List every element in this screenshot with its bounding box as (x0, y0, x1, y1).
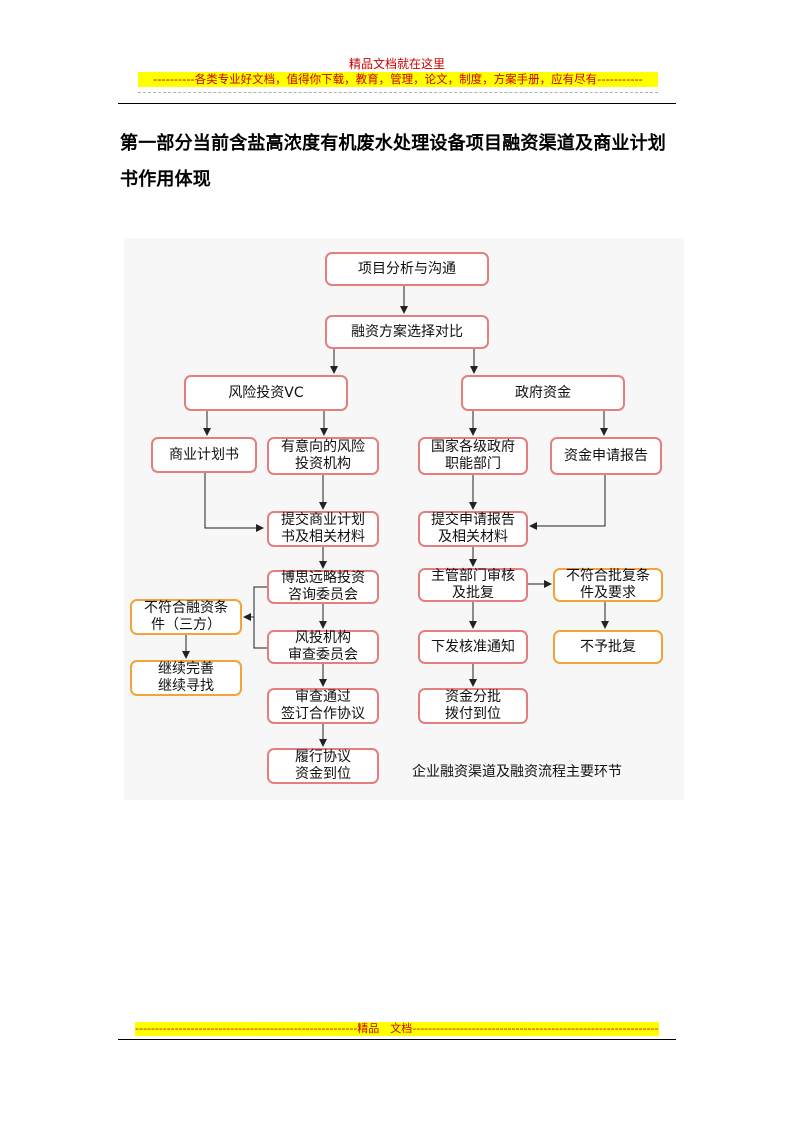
node-submit-application: 提交申请报告 及相关材料 (418, 511, 528, 547)
node-fund-allocation: 资金分批 拨付到位 (418, 688, 528, 724)
node-gov-department: 国家各级政府 职能部门 (418, 437, 528, 475)
header-title: 精品文档就在这里 (348, 57, 445, 71)
financing-flowchart: 项目分析与沟通 融资方案选择对比 风险投资VC 政府资金 商业计划书 有意向的风… (124, 238, 684, 800)
header-dotted-line (138, 92, 658, 93)
node-authority-review: 主管部门审核 及批复 (418, 568, 528, 602)
header-banner: ----------各类专业好文档，值得你下载，教育，管理，论文，制度，方案手册… (138, 72, 658, 87)
document-heading: 第一部分当前含盐高浓度有机废水处理设备项目融资渠道及商业计划书作用体现 (120, 133, 666, 190)
node-not-meeting-financing: 不符合融资条 件（三方） (130, 599, 242, 635)
node-fund-application-report: 资金申请报告 (550, 437, 662, 475)
node-vc-institution: 有意向的风险 投资机构 (267, 437, 379, 475)
header-rule (118, 103, 676, 104)
node-government-funds: 政府资金 (461, 375, 625, 411)
node-approval-notice: 下发核准通知 (418, 630, 528, 664)
node-submit-business-plan: 提交商业计划 书及相关材料 (267, 511, 379, 547)
arrow-report-submit (529, 474, 606, 530)
footer-banner: ----------------------------------------… (135, 1022, 659, 1036)
footer-rule (118, 1039, 676, 1040)
arrow-bracket-notmet (253, 586, 267, 649)
node-no-approval: 不予批复 (553, 630, 663, 664)
arrow-bizplan-submit (204, 473, 264, 532)
flowchart-caption: 企业融资渠道及融资流程主要环节 (412, 764, 622, 780)
node-venture-capital: 风险投资VC (184, 375, 348, 411)
node-project-analysis: 项目分析与沟通 (325, 252, 489, 286)
node-vc-review-committee: 风投机构 审查委员会 (267, 630, 379, 664)
node-financing-comparison: 融资方案选择对比 (325, 315, 489, 349)
node-fulfill-agreement: 履行协议 资金到位 (267, 748, 379, 784)
node-continue-search: 继续完善 继续寻找 (130, 660, 242, 696)
node-sign-agreement: 审查通过 签订合作协议 (267, 688, 379, 724)
node-not-meeting-approval: 不符合批复条 件及要求 (553, 568, 663, 602)
node-boss-committee: 博思远略投资 咨询委员会 (267, 570, 379, 604)
node-business-plan: 商业计划书 (151, 437, 257, 473)
flowchart-connectors (182, 286, 609, 747)
